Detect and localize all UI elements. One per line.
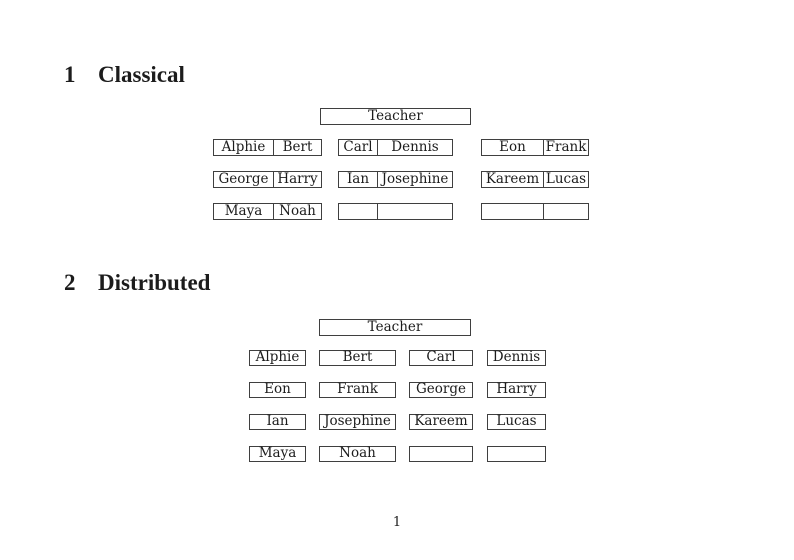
seat-box: Josephine (319, 414, 396, 430)
seat-box: Frank (319, 382, 396, 398)
desk: Alphie Bert (213, 139, 322, 156)
section-number: 2 (64, 270, 76, 295)
seat-box: Noah (319, 446, 396, 462)
seat-left: Alphie (214, 140, 274, 155)
seat-right: Harry (277, 170, 318, 187)
seat-right: Bert (282, 138, 313, 155)
section-title: Classical (98, 62, 185, 87)
seat-box: Harry (487, 382, 546, 398)
seat-box: Dennis (487, 350, 546, 366)
teacher-box: Teacher (319, 319, 471, 336)
section-heading-classical: 1 Classical (64, 63, 185, 86)
page-number: 1 (392, 515, 402, 530)
seat-box: Carl (409, 350, 473, 366)
seat-left: Carl (339, 140, 378, 155)
seat-left (339, 204, 378, 219)
desk: Kareem Lucas (481, 171, 589, 188)
seat-right: Noah (279, 202, 316, 219)
seat-right: Lucas (545, 170, 587, 187)
seat-box (487, 446, 546, 462)
seat-box (409, 446, 473, 462)
desk: Eon Frank (481, 139, 589, 156)
teacher-label: Teacher (367, 318, 423, 335)
seat-right: Josephine (381, 170, 449, 187)
seat-box: Ian (249, 414, 306, 430)
desk: Ian Josephine (338, 171, 453, 188)
seat-box: Eon (249, 382, 306, 398)
seat-box: Maya (249, 446, 306, 462)
desk (481, 203, 589, 220)
section-heading-distributed: 2 Distributed (64, 271, 210, 294)
seat-left (482, 204, 544, 219)
teacher-box: Teacher (320, 108, 471, 125)
desk: Maya Noah (213, 203, 322, 220)
seat-right (378, 204, 452, 219)
desk (338, 203, 453, 220)
desk: Carl Dennis (338, 139, 453, 156)
section-title: Distributed (98, 270, 211, 295)
seat-box: Kareem (409, 414, 473, 430)
seat-box: George (409, 382, 473, 398)
desk: George Harry (213, 171, 322, 188)
seat-left: Eon (482, 140, 544, 155)
seat-right: Dennis (391, 138, 439, 155)
seat-box: Lucas (487, 414, 546, 430)
seat-box: Alphie (249, 350, 306, 366)
section-number: 1 (64, 62, 76, 87)
seat-right (544, 204, 588, 219)
seat-left: Maya (214, 204, 274, 219)
seat-left: Kareem (482, 172, 544, 187)
seat-left: George (214, 172, 274, 187)
seat-box: Bert (319, 350, 396, 366)
teacher-label: Teacher (368, 107, 423, 124)
seat-right: Frank (545, 138, 587, 155)
seat-left: Ian (339, 172, 378, 187)
